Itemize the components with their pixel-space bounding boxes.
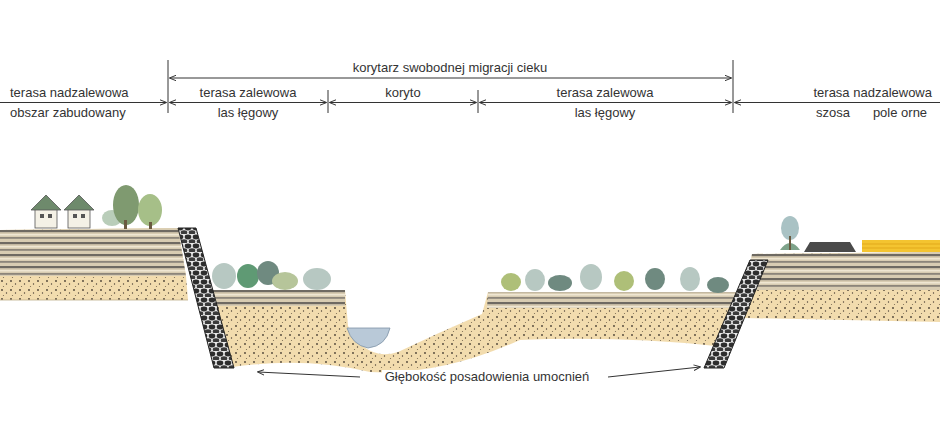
right-upper-terrace xyxy=(744,252,940,322)
right-revetment xyxy=(704,260,768,368)
terrace-label: terasa nadzalewowa xyxy=(813,86,932,100)
dimension-lines xyxy=(0,60,940,113)
terrace-label: terasa zalewowa xyxy=(557,86,654,100)
landuse-label: obszar zabudowany xyxy=(10,106,126,120)
landuse-label: las łęgowy xyxy=(218,106,279,120)
channel-label: koryto xyxy=(385,86,420,100)
left-riparian-forest xyxy=(212,261,331,290)
right-terrace-landuse xyxy=(780,216,940,252)
terrace-label: terasa zalewowa xyxy=(200,86,297,100)
right-riparian-forest xyxy=(501,264,729,293)
landuse-label: las łęgowy xyxy=(575,106,636,120)
landuse-label: szosa xyxy=(816,106,850,120)
callout-label: Głębokość posadowienia umocnień xyxy=(382,370,593,384)
terrace-label: terasa nadzalewowa xyxy=(10,86,129,100)
landuse-label: pole orne xyxy=(873,106,927,120)
left-revetment xyxy=(178,228,234,368)
trees xyxy=(102,185,162,229)
buildings xyxy=(31,195,94,228)
dimension-label: korytarz swobodnej migracji cieku xyxy=(353,61,547,75)
left-upper-terrace xyxy=(0,228,188,300)
floodplain-and-channel xyxy=(198,290,742,372)
